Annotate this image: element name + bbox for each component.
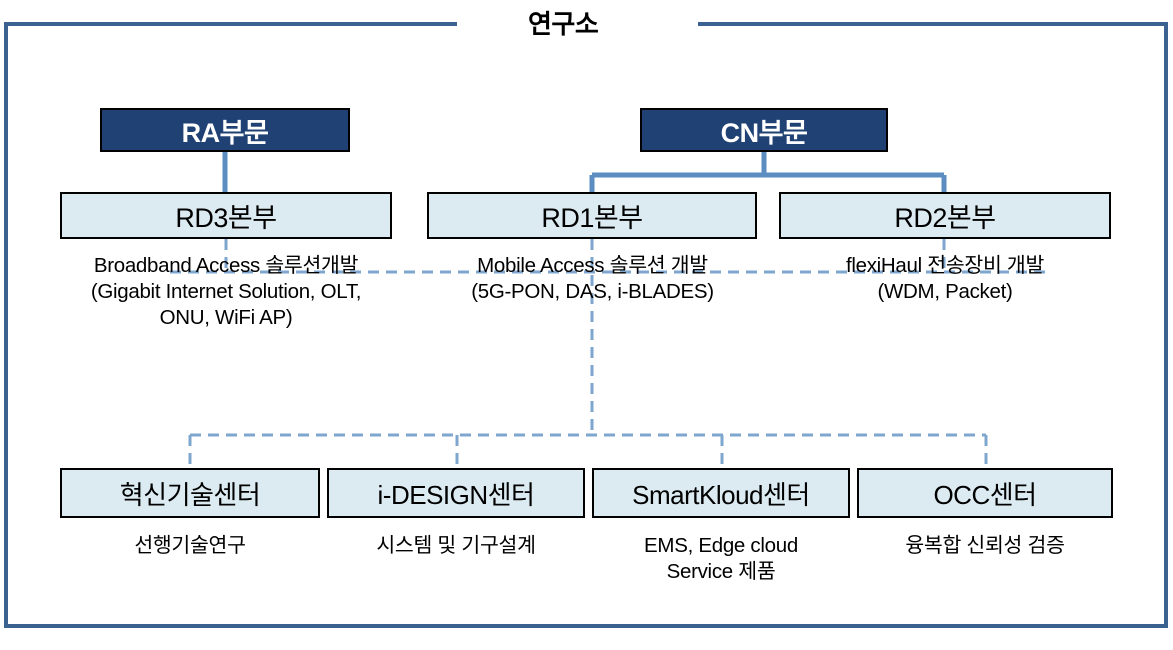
unit-caption-rd1: Mobile Access 솔루션 개발 (5G-PON, DAS, i-BLA… bbox=[471, 254, 714, 303]
center-caption-occ: 융복합 신뢰성 검증 bbox=[905, 534, 1065, 557]
unit-label-rd1: RD1본부 bbox=[541, 203, 643, 233]
center-caption-idesign: 시스템 및 기구설계 bbox=[376, 534, 536, 557]
unit-caption-rd3: Broadband Access 솔루션개발 (Gigabit Internet… bbox=[90, 254, 362, 329]
center-label-innovation: 혁신기술센터 bbox=[119, 479, 261, 510]
center-box-occ[interactable]: OCC센터 bbox=[857, 468, 1113, 518]
division-box-ra[interactable]: RA부문 bbox=[100, 108, 350, 152]
diagram-title: 연구소 bbox=[514, 9, 613, 39]
division-label-ra: RA부문 bbox=[181, 117, 269, 148]
center-box-idesign[interactable]: i-DESIGN센터 bbox=[327, 468, 585, 518]
center-label-occ: OCC센터 bbox=[933, 479, 1037, 510]
division-label-cn: CN부문 bbox=[720, 117, 808, 148]
unit-label-rd3: RD3본부 bbox=[175, 203, 277, 233]
unit-caption-rd2: flexiHaul 전송장비 개발 (WDM, Packet) bbox=[845, 254, 1045, 303]
center-caption-smartkloud: EMS, Edge cloud Service 제품 bbox=[644, 534, 798, 583]
unit-box-rd3[interactable]: RD3본부 bbox=[60, 192, 392, 239]
connector-cn-units bbox=[589, 152, 947, 192]
division-box-cn[interactable]: CN부문 bbox=[640, 108, 888, 152]
center-box-smartkloud[interactable]: SmartKloud센터 bbox=[592, 468, 850, 518]
center-box-innovation[interactable]: 혁신기술센터 bbox=[60, 468, 320, 518]
unit-box-rd2[interactable]: RD2본부 bbox=[779, 192, 1111, 239]
center-label-smartkloud: SmartKloud센터 bbox=[632, 479, 810, 510]
center-label-idesign: i-DESIGN센터 bbox=[377, 479, 535, 510]
connector-centers-bus bbox=[188, 433, 988, 468]
unit-label-rd2: RD2본부 bbox=[894, 203, 996, 233]
center-caption-innovation: 선행기술연구 bbox=[134, 534, 246, 557]
unit-box-rd1[interactable]: RD1본부 bbox=[427, 192, 757, 239]
